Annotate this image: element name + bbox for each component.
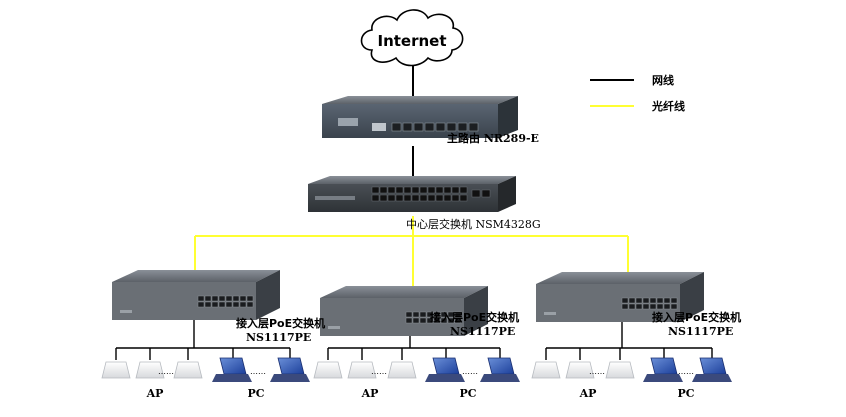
- main-router: [322, 96, 518, 138]
- fiber-lines: [194, 216, 629, 286]
- ap-2c: [387, 361, 417, 379]
- legend-fiber-label: 光纤线: [652, 100, 685, 113]
- ap-1c: [173, 361, 203, 379]
- router-label: 主路由 NR289-E: [447, 131, 539, 145]
- ap-ellipsis-1: ……: [158, 367, 174, 376]
- ap-label-1: AP: [146, 387, 164, 400]
- ap-2a: [313, 361, 343, 379]
- pc-ellipsis-3: ……: [678, 367, 694, 376]
- ap-3c: [605, 361, 635, 379]
- laptop-icon: [692, 357, 732, 382]
- access-switch-2-label-line2: NS1117PE: [450, 325, 515, 338]
- access-switch-3: [536, 272, 704, 322]
- pc-devices: [212, 357, 732, 382]
- ap-2b: [347, 361, 377, 379]
- access-switch-3-label-line2: NS1117PE: [668, 325, 733, 338]
- access-switch-1-label-line2: NS1117PE: [246, 331, 311, 344]
- ap-1b: [135, 361, 165, 379]
- ap-ellipsis-3: ……: [589, 367, 605, 376]
- pc-ellipsis-2: ……: [462, 367, 478, 376]
- laptop-icon: [425, 357, 465, 382]
- ap-devices: [101, 361, 635, 379]
- ap-label-2: AP: [361, 387, 379, 400]
- core-switch: [308, 176, 516, 212]
- pc-label-3: PC: [677, 387, 694, 400]
- ap-3b: [565, 361, 595, 379]
- ap-label-3: AP: [579, 387, 597, 400]
- access-switch-2-label-line1: 接入层PoE交换机: [430, 310, 519, 324]
- pc-label-1: PC: [247, 387, 264, 400]
- legend-ethernet-label: 网线: [652, 74, 674, 87]
- laptop-icon: [212, 357, 252, 382]
- pc-ellipsis-1: ……: [250, 367, 266, 376]
- access-switch-1: [112, 270, 280, 320]
- internet-label: Internet: [377, 32, 446, 50]
- access-switch-3-label-line1: 接入层PoE交换机: [652, 310, 741, 324]
- laptop-icon: [270, 357, 310, 382]
- pc-label-2: PC: [459, 387, 476, 400]
- core-switch-label: 中心层交换机 NSM4328G: [406, 217, 541, 231]
- access-switch-1-label-line1: 接入层PoE交换机: [236, 316, 325, 330]
- legend-fiber-line: [590, 105, 634, 107]
- ap-ellipsis-2: ……: [371, 367, 387, 376]
- legend-ethernet-line: [590, 79, 634, 81]
- ap-1a: [101, 361, 131, 379]
- laptop-icon: [643, 357, 683, 382]
- ap-3a: [531, 361, 561, 379]
- laptop-icon: [480, 357, 520, 382]
- internet-cloud: Internet: [360, 9, 464, 67]
- access-switch-2: [320, 286, 488, 336]
